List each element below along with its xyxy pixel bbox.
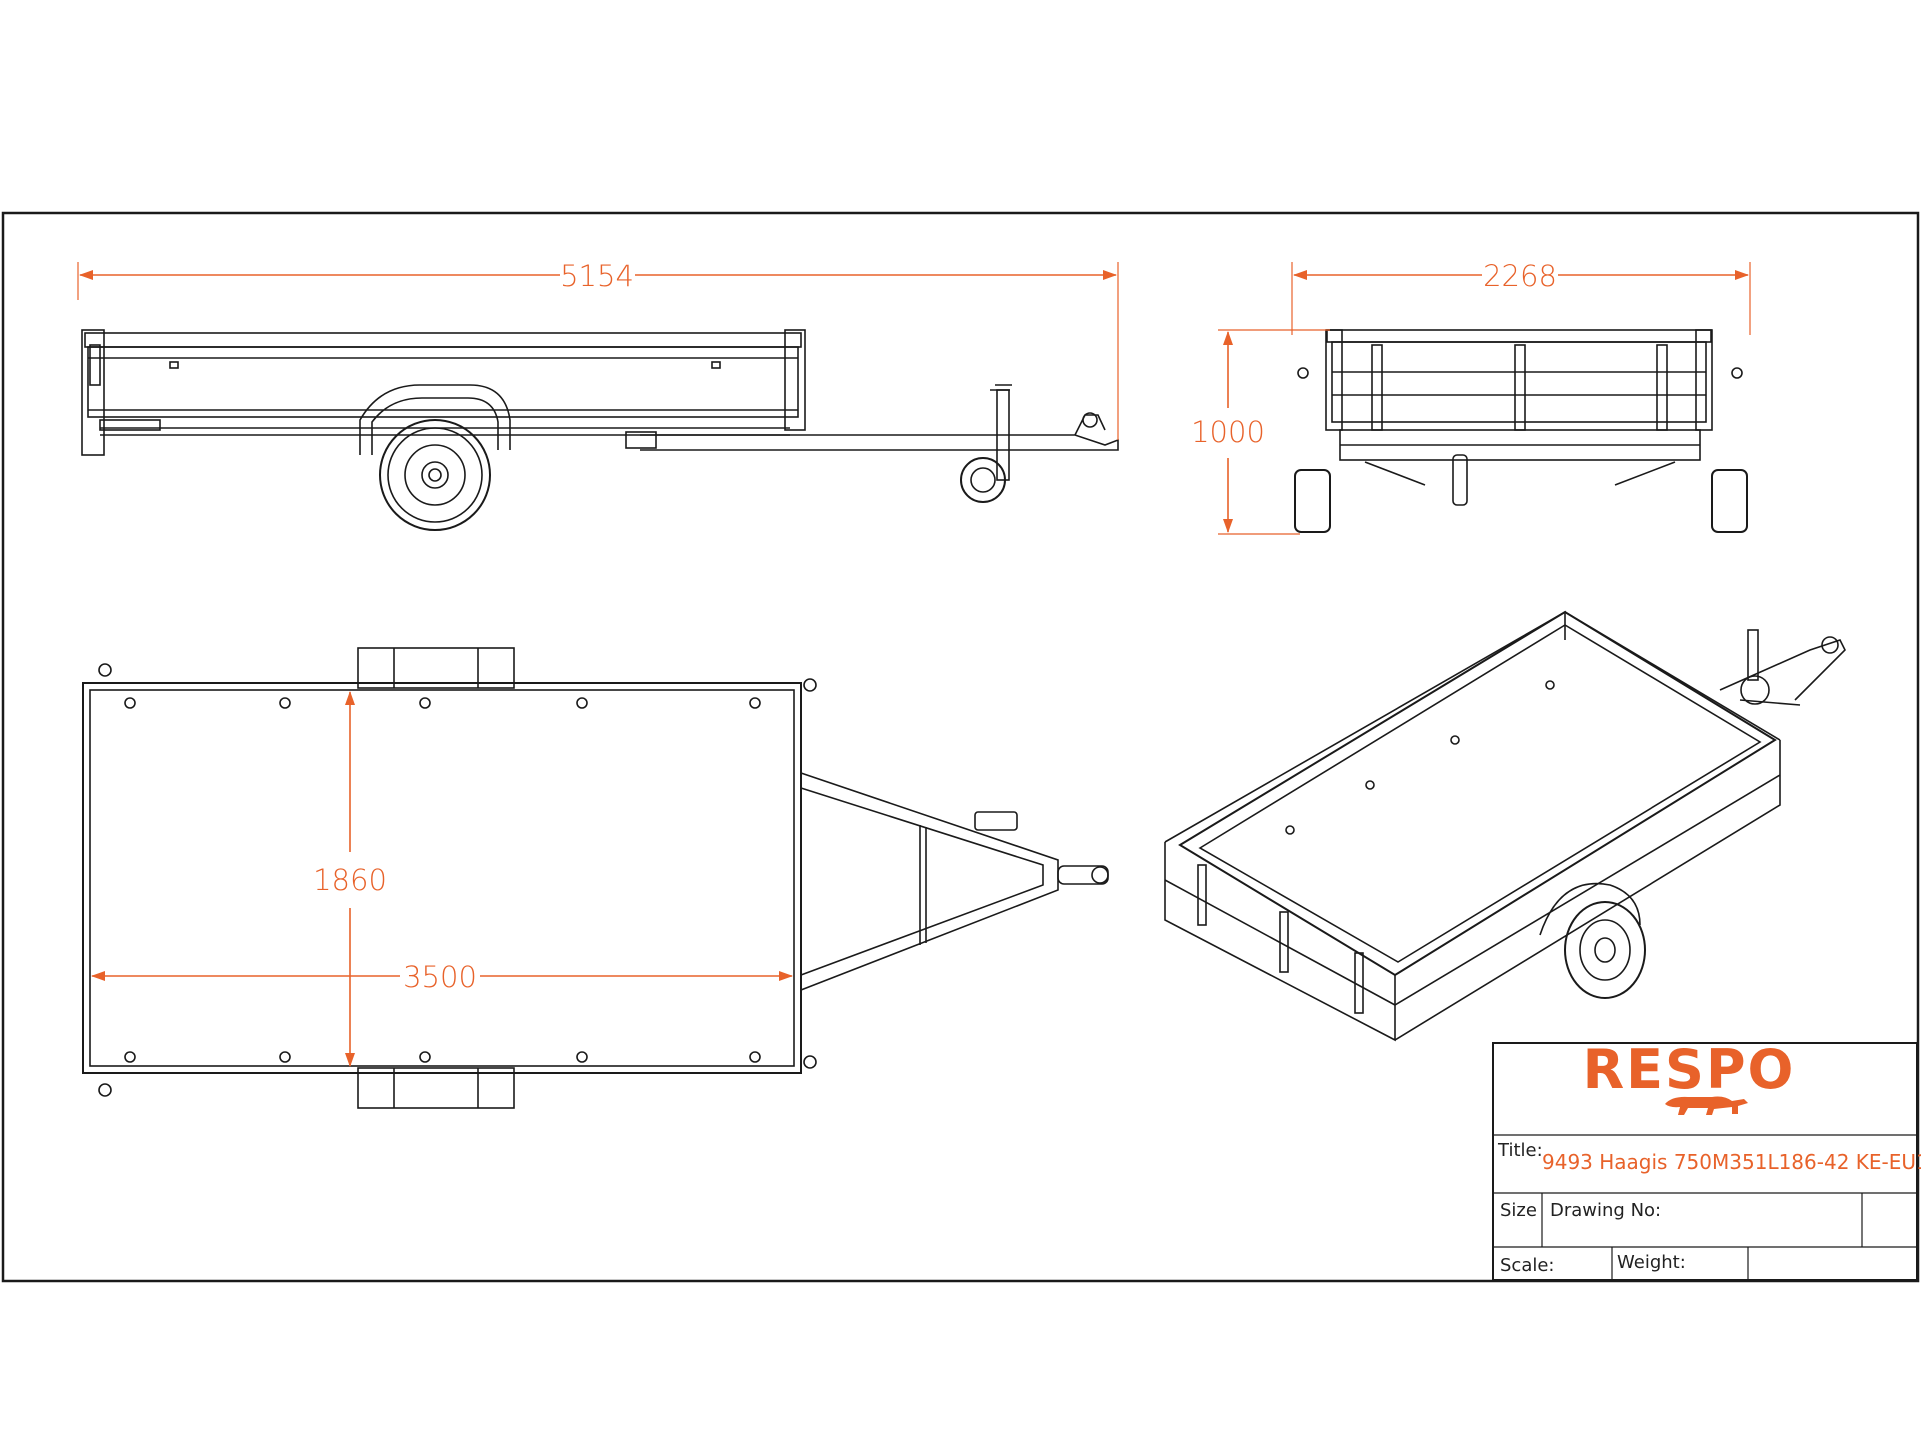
overall-width-label: 2268 (1483, 259, 1557, 293)
box-width-label: 1860 (313, 863, 387, 897)
title-block: RESPO Title: 9493 Haagis 750M351L186-42 … (1492, 1038, 1921, 1281)
overall-length-label: 5154 (560, 259, 634, 293)
bull-logo-icon (1665, 1096, 1748, 1115)
overall-height-label: 1000 (1191, 415, 1265, 449)
dimension-overall-length: 5154 (77, 259, 1119, 440)
side-view (81, 329, 1119, 531)
dimension-box-length: 3500 (91, 960, 793, 994)
brand-logo: RESPO (1583, 1038, 1796, 1101)
drawing-number-label: Drawing No: (1550, 1200, 1661, 1221)
drawing-frame (1, 211, 1920, 1283)
drawing-title: 9493 Haagis 750M351L186-42 KE-EU1- (1542, 1150, 1921, 1174)
size-label: Size (1500, 1200, 1537, 1221)
isometric-view (1164, 610, 1846, 1042)
rear-view (1294, 329, 1748, 533)
box-length-label: 3500 (403, 960, 477, 994)
dimension-overall-height: 1000 (1191, 329, 1330, 535)
scale-label: Scale: (1500, 1255, 1555, 1276)
top-view (82, 647, 1109, 1109)
dimension-overall-width: 2268 (1291, 259, 1751, 335)
weight-label: Weight: (1617, 1252, 1686, 1273)
dimension-box-width: 1860 (313, 691, 387, 1067)
title-label: Title: (1497, 1140, 1543, 1161)
